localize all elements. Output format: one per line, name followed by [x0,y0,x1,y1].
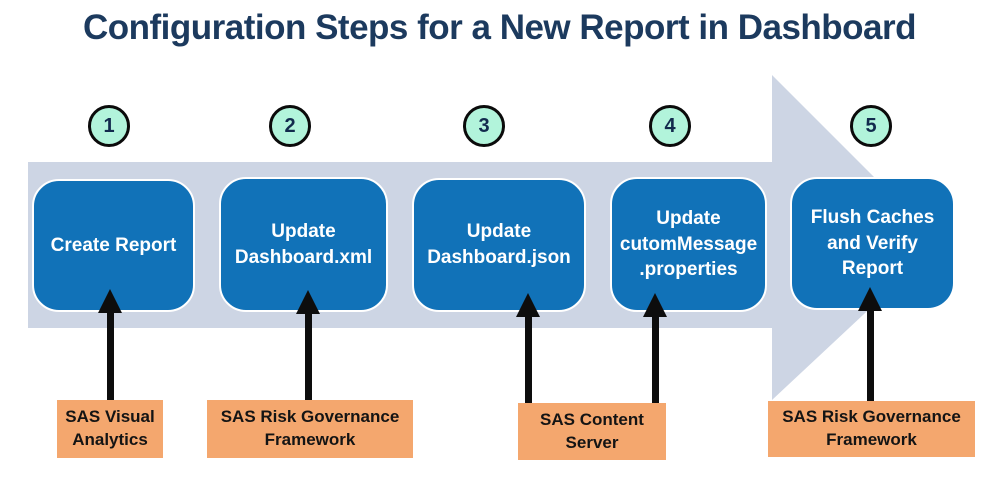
step-box-update-properties: Update cutomMessage .properties [610,177,767,312]
step-box-update-dashboard-xml: Update Dashboard.xml [219,177,388,312]
step-box-create-report: Create Report [32,179,195,312]
arrow-line [525,312,532,403]
step-number-circle-4: 4 [649,105,691,147]
step-number-circle-3: 3 [463,105,505,147]
tool-box-sas-content-server: SAS Content Server [518,403,666,460]
step-number-circle-1: 1 [88,105,130,147]
step-number-circle-5: 5 [850,105,892,147]
tool-box-sas-visual-analytics: SAS Visual Analytics [57,400,163,458]
tool-box-sas-risk-governance-left: SAS Risk Governance Framework [207,400,413,458]
tool-box-sas-risk-governance-right: SAS Risk Governance Framework [768,401,975,457]
page-title: Configuration Steps for a New Report in … [82,8,917,47]
arrow-line [652,312,659,403]
step-number-circle-2: 2 [269,105,311,147]
arrow-line [305,309,312,400]
step-box-update-dashboard-json: Update Dashboard.json [412,178,586,312]
arrow-line [107,308,114,400]
arrow-line [867,306,874,401]
